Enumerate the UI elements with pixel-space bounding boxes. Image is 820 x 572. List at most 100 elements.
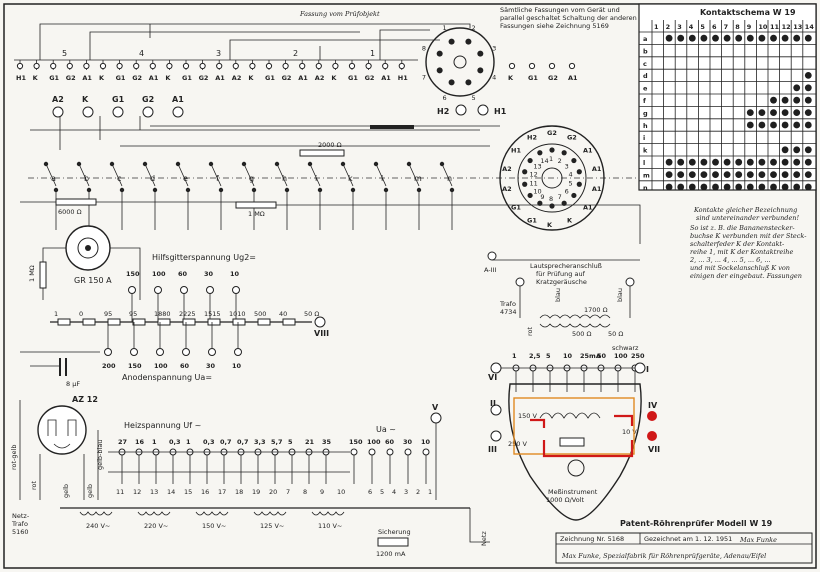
schema-contact-filled bbox=[688, 34, 696, 42]
meter-range-value: 5 bbox=[546, 352, 551, 360]
terminal-vi bbox=[490, 362, 502, 374]
socket-pin-jack bbox=[133, 62, 140, 70]
switch-label: l bbox=[381, 174, 383, 183]
divider-value: 50 Ω bbox=[304, 310, 319, 318]
heater-value: 5 bbox=[288, 438, 293, 446]
octal-pin-number: 7 bbox=[422, 74, 426, 82]
mains-taps: 240 V~220 V~150 V~125 V~110 V~ bbox=[79, 511, 345, 530]
socket-group-number: 1 bbox=[370, 49, 375, 58]
schema-column-label: 8 bbox=[735, 23, 740, 31]
round-socket-pin-number: 3 bbox=[565, 163, 569, 171]
octal-pin bbox=[436, 67, 443, 74]
trafo-primary bbox=[539, 314, 611, 319]
round-socket-pin bbox=[549, 147, 555, 153]
terminal-i bbox=[634, 362, 646, 374]
schema-column-label: 14 bbox=[805, 23, 815, 31]
divider-resistor bbox=[107, 318, 121, 326]
ls-jack-2 bbox=[625, 277, 635, 287]
schema-contact-filled bbox=[746, 183, 754, 191]
socket-pin-jack bbox=[66, 62, 73, 70]
schema-contact-filled bbox=[700, 34, 708, 42]
switch-lever bbox=[276, 163, 288, 187]
schema-column-label: 11 bbox=[770, 23, 780, 31]
switch-contact-top bbox=[373, 161, 379, 167]
socket-pin-jack bbox=[166, 62, 173, 70]
divider-resistor bbox=[282, 318, 296, 326]
mains-winding bbox=[195, 511, 229, 516]
switch-contact-bottom bbox=[86, 187, 92, 193]
switch-lever bbox=[375, 163, 387, 187]
terminal-vi-label: VI bbox=[488, 373, 497, 382]
socket-pin-jack bbox=[116, 62, 123, 70]
az12-label: AZ 12 bbox=[72, 395, 98, 404]
schema-contact-filled bbox=[758, 34, 766, 42]
switch-lever bbox=[210, 163, 222, 187]
switch-contact-top bbox=[43, 161, 49, 167]
switch-lever bbox=[441, 163, 453, 187]
ls-wires bbox=[492, 259, 640, 318]
mains-winding bbox=[311, 511, 345, 516]
round-socket-pin bbox=[561, 200, 567, 206]
terminal-iii bbox=[490, 430, 502, 442]
heater-value: 0,7 bbox=[237, 438, 249, 446]
switch-label: n bbox=[447, 174, 452, 183]
ua-contact bbox=[422, 448, 430, 456]
schema-contact-filled bbox=[746, 34, 754, 42]
octal-right-pin-label: G1 bbox=[528, 74, 538, 82]
top-wire-2 bbox=[150, 23, 471, 28]
round-socket-pin-label: G2 bbox=[567, 134, 577, 142]
drawing-frame bbox=[3, 3, 817, 569]
socket-pin-label: K bbox=[33, 74, 39, 82]
divider-resistor bbox=[57, 318, 71, 326]
heater-number: 16 bbox=[201, 488, 209, 496]
heater-value: 16 bbox=[135, 438, 145, 446]
h1-jack bbox=[477, 104, 489, 116]
octal-socket bbox=[425, 27, 495, 97]
trafo-rot: rot bbox=[526, 326, 534, 336]
top-terminal-label: K bbox=[82, 95, 89, 104]
switch-label: a bbox=[51, 174, 56, 183]
schema-column-label: 7 bbox=[724, 23, 729, 31]
round-socket-pin-number: 10 bbox=[533, 187, 541, 195]
trafo-secondary bbox=[539, 323, 611, 328]
switch-contact-top bbox=[340, 161, 346, 167]
top-terminal-jack bbox=[112, 106, 124, 118]
r2000-label: 2000 Ω bbox=[318, 141, 342, 149]
divider-value: 2225 bbox=[179, 310, 196, 318]
schema-contact-filled bbox=[665, 183, 673, 191]
heater-number: 11 bbox=[116, 488, 124, 496]
switch-contact-bottom bbox=[449, 187, 455, 193]
trafo-r2: 500 Ω bbox=[572, 330, 591, 338]
socket-pin-jack bbox=[382, 62, 389, 70]
octal-pin-number: 8 bbox=[422, 44, 426, 52]
round-socket-pin-label: K bbox=[567, 216, 573, 224]
schema-contact-filled bbox=[770, 183, 777, 191]
socket-pin-jack bbox=[249, 62, 256, 70]
schema-contact-filled bbox=[793, 84, 801, 92]
title-block-frame bbox=[555, 532, 813, 564]
switch-contact-bottom bbox=[350, 187, 356, 193]
socket-pin-label: H1 bbox=[398, 74, 408, 82]
az12-wires bbox=[19, 400, 99, 500]
switch-label: c bbox=[117, 174, 121, 183]
trafo-r1: 1700 Ω bbox=[584, 306, 608, 314]
heater-value: 27 bbox=[118, 438, 127, 446]
round-socket-pin-number: 7 bbox=[558, 193, 562, 201]
socket-pin-label: A1 bbox=[381, 74, 391, 82]
anode-wires bbox=[20, 351, 100, 367]
ua-value: 60 bbox=[385, 438, 395, 446]
schema-contact-filled bbox=[781, 34, 789, 42]
ua-number: 5 bbox=[380, 488, 384, 496]
schema-row-label: c bbox=[643, 60, 647, 68]
meter-range-value: 50 bbox=[597, 352, 607, 360]
schema-contact-filled bbox=[677, 158, 685, 166]
schema-column-label: 4 bbox=[689, 23, 694, 31]
schema-contact-filled bbox=[770, 171, 777, 179]
octal-socket-key bbox=[453, 55, 467, 69]
